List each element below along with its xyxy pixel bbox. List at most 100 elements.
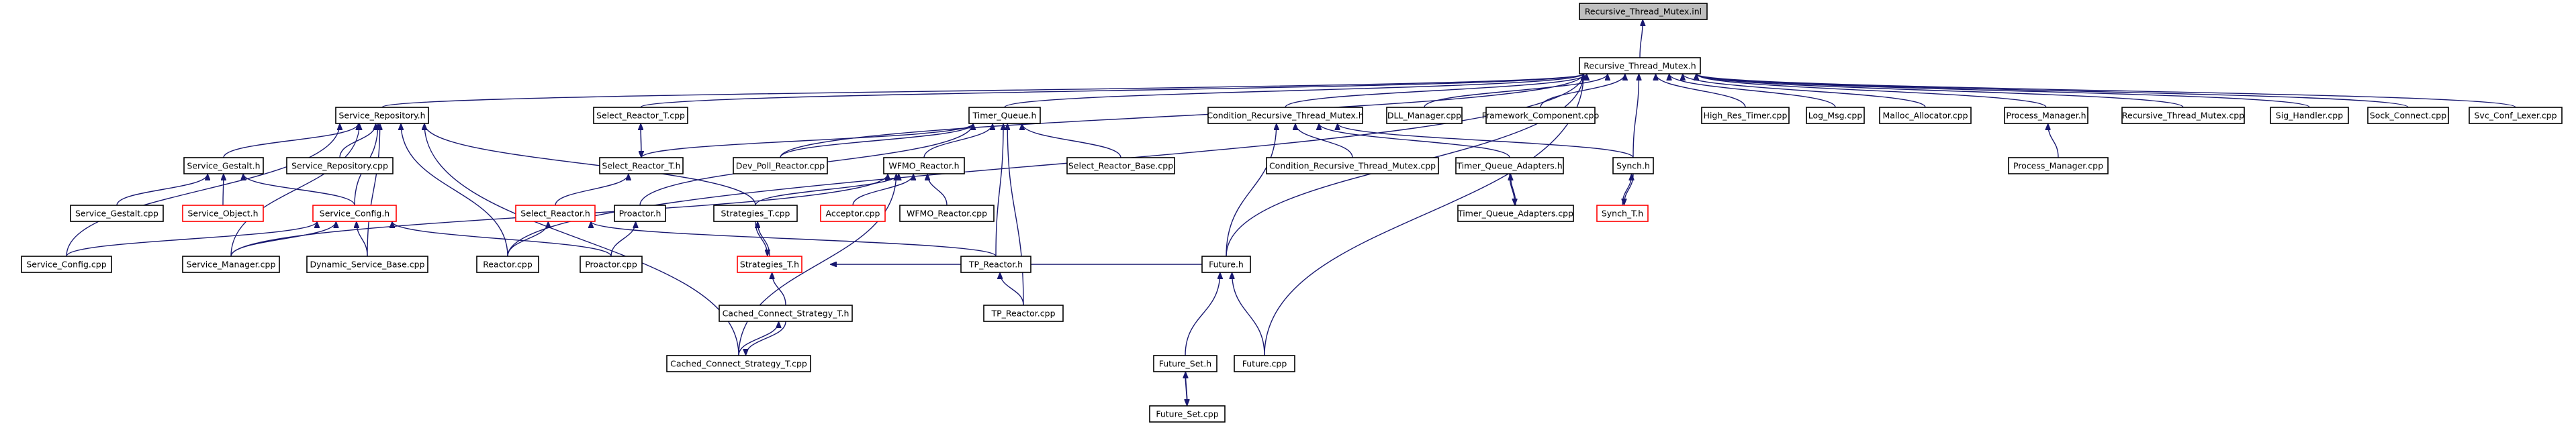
- edge-cond-rtm-cpp-to-cond-rtm-h: [1295, 123, 1353, 158]
- node-label: Timer_Queue_Adapters.cpp: [1457, 209, 1573, 219]
- nodes-layer: Recursive_Thread_Mutex.inlRecursive_Thre…: [21, 3, 2563, 423]
- node-box: [312, 205, 397, 222]
- node-wfmo-reactor-cpp[interactable]: WFMO_Reactor.cpp: [899, 205, 995, 222]
- node-label: Log_Msg.cpp: [1808, 111, 1863, 121]
- node-tp-reactor-h[interactable]: TP_Reactor.h: [960, 256, 1031, 273]
- edge-strategies-t-h-to-strategies-t-cpp: [757, 221, 770, 257]
- edge-tp-reactor-cpp-to-timer-queue-h: [1007, 123, 1024, 306]
- node-process-manager-cpp[interactable]: Process_Manager.cpp: [2008, 157, 2109, 174]
- node-tq-adapters-cpp[interactable]: Timer_Queue_Adapters.cpp: [1457, 205, 1574, 222]
- node-box: [968, 107, 1041, 124]
- edge-future-set-h-to-future-h: [1185, 272, 1220, 356]
- node-malloc-alloc-cpp[interactable]: Malloc_Allocator.cpp: [1879, 107, 1972, 124]
- edge-dev-poll-reactor-cpp-to-timer-queue-h: [780, 123, 973, 158]
- node-svc-gestalt-h[interactable]: Service_Gestalt.h: [183, 157, 264, 174]
- node-box: [183, 157, 264, 174]
- node-future-h[interactable]: Future.h: [1201, 256, 1251, 273]
- node-tq-adapters-h[interactable]: Timer_Queue_Adapters.h: [1455, 157, 1564, 174]
- node-box: [719, 305, 853, 322]
- node-synch-h[interactable]: Synch.h: [1612, 157, 1654, 174]
- node-label: Service_Config.cpp: [26, 260, 106, 270]
- node-label: TP_Reactor.cpp: [991, 309, 1055, 319]
- node-strategies-t-h[interactable]: Strategies_T.h: [737, 256, 802, 273]
- node-timer-queue-h[interactable]: Timer_Queue.h: [968, 107, 1041, 124]
- node-label: Synch_T.h: [1602, 209, 1643, 219]
- node-sock-connect-cpp[interactable]: Sock_Connect.cpp: [2367, 107, 2449, 124]
- node-label: Svc_Conf_Lexer.cpp: [2474, 111, 2557, 121]
- node-label: Select_Reactor_T.h: [602, 161, 680, 171]
- node-box: [1266, 157, 1439, 174]
- node-label: Future_Set.h: [1159, 359, 1211, 369]
- node-svc-config-cpp[interactable]: Service_Config.cpp: [21, 256, 112, 273]
- node-cond-rtm-h[interactable]: Condition_Recursive_Thread_Mutex.h: [1207, 107, 1364, 124]
- node-tp-reactor-cpp[interactable]: TP_Reactor.cpp: [983, 305, 1064, 322]
- node-label: Process_Manager.cpp: [2013, 161, 2103, 171]
- node-log-msg-cpp[interactable]: Log_Msg.cpp: [1806, 107, 1865, 124]
- node-sel-reactor-h[interactable]: Select_Reactor.h: [515, 205, 596, 222]
- node-rtm-cpp[interactable]: Recursive_Thread_Mutex.cpp: [2121, 107, 2245, 124]
- node-svc-repo-cpp[interactable]: Service_Repository.cpp: [286, 157, 394, 174]
- edge-svc-gestalt-cpp-to-svc-gestalt-h: [116, 173, 208, 206]
- node-framework-comp-cpp[interactable]: Framework_Component.cpp: [1482, 107, 1600, 124]
- node-future-set-h[interactable]: Future_Set.h: [1153, 355, 1217, 372]
- node-svc-conf-lexer-cpp[interactable]: Svc_Conf_Lexer.cpp: [2469, 107, 2563, 124]
- node-synch-t-h[interactable]: Synch_T.h: [1596, 205, 1649, 222]
- node-box: [70, 205, 164, 222]
- edge-synch-h-to-synch-t-h: [1624, 173, 1634, 205]
- node-sel-reactor-t-h[interactable]: Select_Reactor_T.h: [599, 157, 684, 174]
- node-box: [1579, 3, 1708, 20]
- node-svc-config-h[interactable]: Service_Config.h: [312, 205, 397, 222]
- node-label: Recursive_Thread_Mutex.h: [1583, 61, 1696, 71]
- node-rtm-h[interactable]: Recursive_Thread_Mutex.h: [1579, 57, 1701, 74]
- edge-svc-config-cpp-to-svc-config-h: [66, 221, 317, 257]
- node-acceptor-cpp[interactable]: Acceptor.cpp: [820, 205, 886, 222]
- node-strategies-t-cpp[interactable]: Strategies_T.cpp: [713, 205, 798, 222]
- node-label: Service_Manager.cpp: [187, 260, 276, 270]
- edge-sock-connect-cpp-to-rtm-h: [1696, 73, 2409, 108]
- node-proactor-cpp[interactable]: Proactor.cpp: [580, 256, 643, 273]
- node-label: Malloc_Allocator.cpp: [1882, 111, 1968, 121]
- edge-synch-t-h-to-synch-h: [1622, 174, 1632, 206]
- node-cond-rtm-cpp[interactable]: Condition_Recursive_Thread_Mutex.cpp: [1266, 157, 1439, 174]
- node-sig-handler-cpp[interactable]: Sig_Handler.cpp: [2270, 107, 2349, 124]
- node-label: Cached_Connect_Strategy_T.h: [723, 309, 849, 319]
- edge-future-set-h-to-future-set-cpp: [1185, 371, 1187, 406]
- node-box: [960, 256, 1031, 273]
- node-box: [899, 205, 995, 222]
- node-box: [1612, 157, 1654, 174]
- node-label: Synch.h: [1616, 161, 1650, 171]
- node-root[interactable]: Recursive_Thread_Mutex.inl: [1579, 3, 1708, 20]
- node-svc-repo-h[interactable]: Service_Repository.h: [335, 107, 429, 124]
- node-box: [2008, 157, 2109, 174]
- node-cached-cs-t-cpp[interactable]: Cached_Connect_Strategy_T.cpp: [666, 355, 811, 372]
- node-svc-manager-cpp[interactable]: Service_Manager.cpp: [182, 256, 280, 273]
- node-label: WFMO_Reactor.cpp: [907, 209, 987, 219]
- node-box: [1457, 205, 1574, 222]
- node-dev-poll-reactor-cpp[interactable]: Dev_Poll_Reactor.cpp: [733, 157, 828, 174]
- edge-proactor-cpp-to-svc-config-h: [392, 221, 612, 257]
- node-high-res-timer-cpp[interactable]: High_Res_Timer.cpp: [1701, 107, 1790, 124]
- node-box: [666, 355, 811, 372]
- edge-svc-repo-h-to-rtm-h: [381, 73, 1583, 108]
- node-process-manager-h[interactable]: Process_Manager.h: [2004, 107, 2088, 124]
- node-svc-object-h[interactable]: Service_Object.h: [182, 205, 264, 222]
- node-reactor-cpp[interactable]: Reactor.cpp: [476, 256, 539, 273]
- node-proactor-h[interactable]: Proactor.h: [614, 205, 666, 222]
- node-cached-cs-t-h[interactable]: Cached_Connect_Strategy_T.h: [719, 305, 853, 322]
- node-wfmo-reactor-h[interactable]: WFMO_Reactor.h: [883, 157, 965, 174]
- node-sel-reactor-base-cpp[interactable]: Select_Reactor_Base.cpp: [1066, 157, 1175, 174]
- node-future-cpp[interactable]: Future.cpp: [1234, 355, 1295, 372]
- edge-dyn-svc-base-cpp-to-svc-repo-h: [367, 123, 380, 257]
- node-box: [1149, 405, 1226, 423]
- edge-svc-repo-cpp-to-svc-repo-h: [339, 123, 376, 158]
- node-dyn-svc-base-cpp[interactable]: Dynamic_Service_Base.cpp: [306, 256, 428, 273]
- node-svc-gestalt-cpp[interactable]: Service_Gestalt.cpp: [70, 205, 164, 222]
- node-dll-manager-cpp[interactable]: DLL_Manager.cpp: [1386, 107, 1463, 124]
- node-label: Service_Object.h: [187, 209, 258, 219]
- edge-future-cpp-to-future-h: [1232, 272, 1265, 356]
- edge-rtm-h-to-root: [1639, 19, 1643, 58]
- node-future-set-cpp[interactable]: Future_Set.cpp: [1149, 405, 1226, 423]
- edge-strategies-t-cpp-to-wfmo-reactor-h: [755, 173, 899, 206]
- node-sel-reactor-t-cpp[interactable]: Select_Reactor_T.cpp: [593, 107, 688, 124]
